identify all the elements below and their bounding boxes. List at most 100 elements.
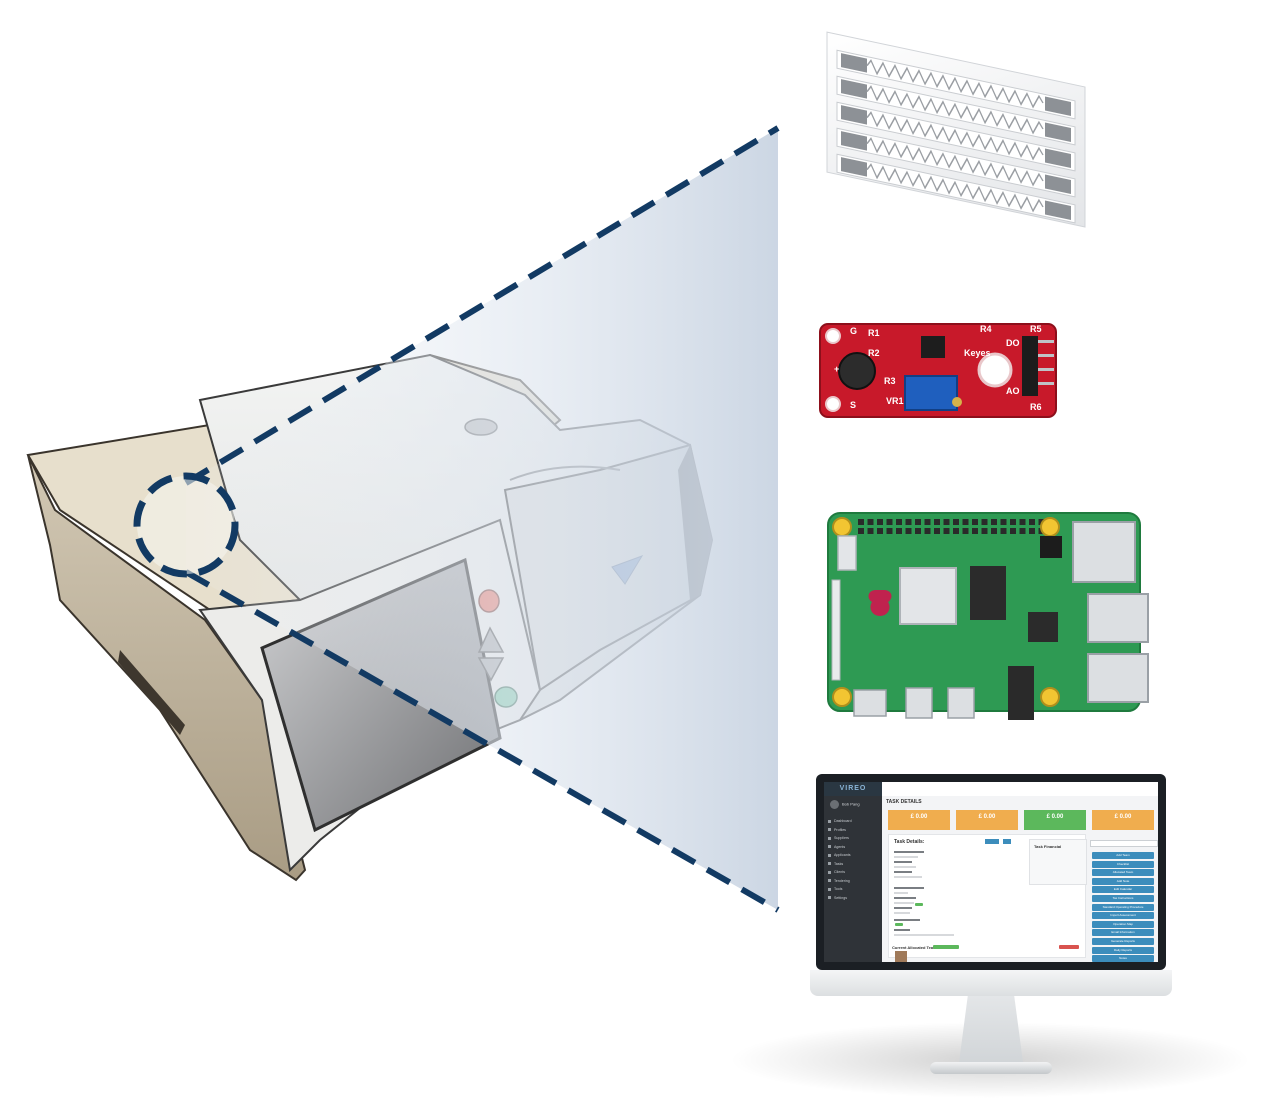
- detail-line: [894, 897, 916, 899]
- sidebar-item[interactable]: Suppliers: [828, 835, 878, 841]
- gpio-pin: [886, 519, 893, 525]
- gpio-pin: [905, 528, 912, 534]
- gpio-pin: [943, 519, 950, 525]
- action-button[interactable]: Edit Calendar: [1092, 886, 1154, 894]
- sidebar-item[interactable]: Agents: [828, 844, 878, 850]
- action-button[interactable]: Standard Operating Procedure: [1092, 903, 1154, 911]
- menu-icon: [828, 836, 831, 840]
- action-button[interactable]: Checklist: [1092, 860, 1154, 868]
- menu-icon: [828, 819, 831, 823]
- raspberry-logo: [868, 590, 892, 616]
- gpio-pin: [867, 519, 874, 525]
- microphone-capsule: [838, 352, 876, 390]
- stat-tile: £ 0.00: [1092, 810, 1154, 830]
- menu-icon: [828, 845, 831, 849]
- gpio-pin: [858, 528, 864, 534]
- hdmi-port: [853, 689, 887, 717]
- silkscreen-label: R1: [868, 328, 880, 338]
- sidebar-item[interactable]: Tools: [828, 886, 878, 892]
- action-button[interactable]: Email Information: [1092, 929, 1154, 937]
- stat-tile: £ 0.00: [956, 810, 1018, 830]
- detail-line: [894, 871, 912, 873]
- usb-port: [1087, 593, 1149, 643]
- sidebar-item[interactable]: Tendering: [828, 878, 878, 884]
- action-button[interactable]: Generate Reports: [1092, 938, 1154, 945]
- silkscreen-label: R2: [868, 348, 880, 358]
- action-button[interactable]: Daily Reports: [1092, 946, 1154, 954]
- action-button[interactable]: Import Assessment: [1092, 912, 1154, 920]
- sidebar-item[interactable]: Tasks: [828, 861, 878, 867]
- action-button[interactable]: Add Team: [1092, 852, 1154, 859]
- audio-jack: [1008, 666, 1034, 720]
- monitor-chin: [810, 970, 1172, 996]
- mounting-hole: [977, 352, 1013, 388]
- sidebar-item[interactable]: Profiles: [828, 827, 878, 833]
- gpio-pin: [962, 528, 969, 534]
- gpio-pin: [1029, 528, 1035, 534]
- comparator-chip: [921, 336, 945, 358]
- action-button[interactable]: Tax Instructions: [1092, 895, 1154, 902]
- silkscreen-label: +: [834, 364, 839, 374]
- silkscreen-label: VR1: [886, 396, 904, 406]
- sidebar-item[interactable]: Clients: [828, 869, 878, 875]
- micro-hdmi-port: [905, 687, 933, 719]
- status-select[interactable]: [1090, 840, 1158, 847]
- gpio-pin: [915, 528, 921, 534]
- usb-port: [1087, 653, 1149, 703]
- action-button[interactable]: Operation Map: [1092, 920, 1154, 928]
- silkscreen-label: R3: [884, 376, 896, 386]
- allocate-team-button[interactable]: [933, 945, 959, 949]
- gpio-pin: [953, 519, 959, 525]
- detail-line: [894, 851, 924, 853]
- gpio-pin: [991, 528, 997, 534]
- task-details-heading: Task Details:: [894, 839, 925, 845]
- dashboard-content: TASK DETAILS £ 0.00£ 0.00£ 0.00£ 0.00 Ta…: [882, 796, 1158, 962]
- gpio-pin: [991, 519, 997, 525]
- gpio-pin: [943, 528, 950, 534]
- usb-controller-chip: [1028, 612, 1058, 642]
- gpio-pin: [953, 528, 959, 534]
- detail-line: [894, 929, 910, 931]
- gpio-pin: [972, 528, 978, 534]
- silkscreen-label: R6: [1030, 402, 1042, 412]
- team-member-photo: [895, 951, 907, 962]
- gpio-pin: [877, 519, 883, 525]
- menu-icon: [828, 828, 831, 832]
- remove-team-button[interactable]: [1059, 945, 1079, 949]
- detail-line: [894, 907, 912, 909]
- rfid-tag: [836, 153, 1076, 224]
- detail-line: [894, 887, 924, 889]
- cpu-chip: [899, 567, 957, 625]
- potentiometer: [904, 375, 958, 411]
- gpio-pin: [905, 519, 912, 525]
- action-button[interactable]: Notes: [1092, 955, 1154, 962]
- gpio-pin: [1019, 528, 1026, 534]
- gpio-pin: [1000, 528, 1007, 534]
- user-name: Bob Pang: [842, 801, 860, 807]
- edit-button[interactable]: [985, 839, 999, 844]
- detail-line: [894, 912, 910, 914]
- menu-icon: [828, 853, 831, 857]
- micro-hdmi-port: [947, 687, 975, 719]
- sidebar-item[interactable]: Applicants: [828, 852, 878, 858]
- sidebar-item[interactable]: Settings: [828, 895, 878, 901]
- focus-circle: [133, 472, 239, 578]
- detail-line: [894, 856, 918, 858]
- detail-line: [894, 861, 912, 863]
- rfid-tag: [836, 127, 1076, 198]
- print-button[interactable]: [1003, 839, 1011, 844]
- action-button[interactable]: Allocated Team: [1092, 869, 1154, 877]
- action-button[interactable]: Add Note: [1092, 877, 1154, 885]
- monitor-base: [930, 1062, 1052, 1074]
- sidebar-item[interactable]: Dashboard: [828, 818, 878, 824]
- detail-line: [894, 919, 920, 921]
- menu-icon: [828, 862, 831, 866]
- silkscreen-label: AO: [1006, 386, 1020, 396]
- raspberry-pi-board: [827, 512, 1149, 720]
- gpio-pin: [1010, 528, 1016, 534]
- gpio-pin: [1019, 519, 1026, 525]
